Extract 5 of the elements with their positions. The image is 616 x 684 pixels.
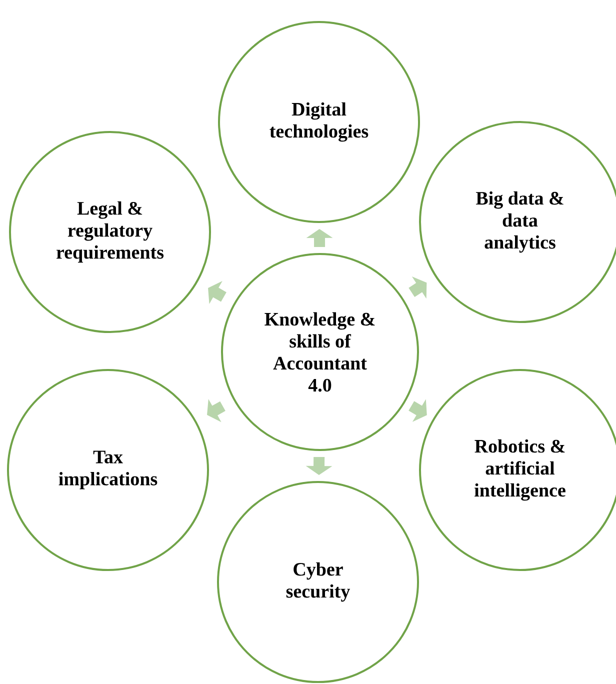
circle-node: Legal & regulatory requirements (9, 131, 211, 333)
circle-node: Tax implications (7, 369, 209, 571)
circle-node: Cyber security (217, 481, 419, 683)
circle-node: Digital technologies (218, 21, 420, 223)
circle-node: Knowledge & skills of Accountant 4.0 (221, 253, 419, 451)
